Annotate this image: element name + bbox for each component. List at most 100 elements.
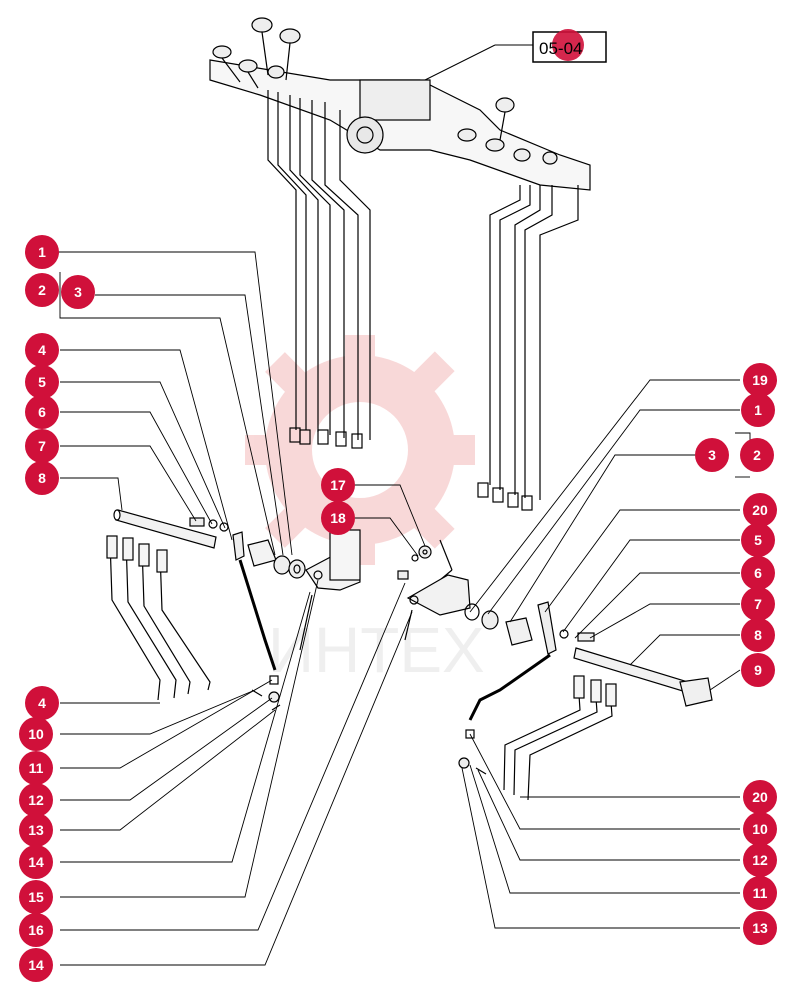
callout-badge-icon bbox=[741, 653, 775, 687]
callout-number: 5 bbox=[38, 374, 46, 390]
callout-c-right-12: 12 bbox=[743, 843, 777, 877]
callout-c-left-6: 6 bbox=[25, 395, 59, 429]
cable-end-fork-icon bbox=[289, 427, 363, 449]
callout-c-left-16: 16 bbox=[19, 913, 53, 947]
callout-c-right-8: 8 bbox=[741, 618, 775, 652]
callout-c-left-12: 12 bbox=[19, 783, 53, 817]
callout-c-right-5: 5 bbox=[741, 523, 775, 557]
callout-badge-icon bbox=[741, 523, 775, 557]
callout-c-right-13: 13 bbox=[743, 911, 777, 945]
fork-lever-icon bbox=[503, 675, 617, 801]
callout-badge-icon bbox=[25, 273, 59, 307]
callout-c-right-11: 11 bbox=[743, 876, 777, 910]
callout-number: 8 bbox=[38, 470, 46, 486]
callout-badge-icon bbox=[19, 813, 53, 847]
callout-badge-icon bbox=[25, 365, 59, 399]
callout-number: 11 bbox=[753, 885, 768, 901]
callout-number: 13 bbox=[752, 920, 768, 936]
callout-c-left-2: 2 bbox=[25, 273, 59, 307]
callout-badge-icon bbox=[25, 235, 59, 269]
callout-number: 1 bbox=[38, 244, 46, 260]
right-lever-group bbox=[406, 574, 713, 801]
callout-c-right-19: 19 bbox=[743, 363, 777, 397]
callout-badge-icon bbox=[741, 556, 775, 590]
callout-number: 15 bbox=[28, 889, 44, 905]
callout-number: 4 bbox=[38, 342, 46, 358]
callout-c-right-1: 1 bbox=[741, 393, 775, 427]
callout-number: 11 bbox=[29, 760, 44, 776]
callout-number: 3 bbox=[74, 284, 82, 300]
callout-number: 17 bbox=[330, 477, 346, 493]
callout-c-right-20a: 20 bbox=[743, 493, 777, 527]
callout-number: 14 bbox=[28, 957, 44, 973]
callout-c-right-3: 3 bbox=[695, 438, 729, 472]
callout-number: 12 bbox=[752, 852, 768, 868]
callout-number: 4 bbox=[38, 695, 46, 711]
callout-c-right-20b: 20 bbox=[743, 780, 777, 814]
callout-badge-icon bbox=[19, 717, 53, 751]
callout-badge-icon bbox=[25, 333, 59, 367]
callout-badge-icon bbox=[25, 395, 59, 429]
left-lever-group bbox=[106, 509, 361, 711]
fork-lever-icon bbox=[106, 535, 211, 701]
callout-c-left-14b: 14 bbox=[19, 948, 53, 982]
callout-number: 3 bbox=[708, 447, 716, 463]
callout-number: 2 bbox=[753, 447, 761, 463]
callout-c-mid-17: 17 bbox=[321, 468, 355, 502]
callout-badge-icon bbox=[25, 686, 59, 720]
callout-c-mid-18: 18 bbox=[321, 501, 355, 535]
callout-number: 10 bbox=[752, 821, 768, 837]
callout-badge-icon bbox=[741, 587, 775, 621]
callout-number: 20 bbox=[752, 502, 768, 518]
callout-c-left-14a: 14 bbox=[19, 845, 53, 879]
callout-badge-icon bbox=[695, 438, 729, 472]
callout-number: 6 bbox=[754, 565, 762, 581]
callout-number: 20 bbox=[752, 789, 768, 805]
callout-number: 18 bbox=[330, 510, 346, 526]
callout-badge-icon bbox=[740, 438, 774, 472]
callout-c-left-13: 13 bbox=[19, 813, 53, 847]
callout-c-right-7: 7 bbox=[741, 587, 775, 621]
callout-badge-icon bbox=[321, 501, 355, 535]
callout-c-left-8: 8 bbox=[25, 461, 59, 495]
callout-number: 2 bbox=[38, 282, 46, 298]
callout-c-left-4a: 4 bbox=[25, 333, 59, 367]
callout-c-right-2: 2 bbox=[740, 438, 774, 472]
callout-badge-icon bbox=[743, 780, 777, 814]
callout-badge-icon bbox=[25, 461, 59, 495]
callout-number: 6 bbox=[38, 404, 46, 420]
callout-c-left-3: 3 bbox=[61, 275, 95, 309]
callout-c-right-6: 6 bbox=[741, 556, 775, 590]
callout-c-left-5: 5 bbox=[25, 365, 59, 399]
callout-number: 13 bbox=[28, 822, 44, 838]
callout-c-left-11: 11 bbox=[19, 751, 53, 785]
callout-badge-icon bbox=[743, 843, 777, 877]
callout-c-left-7: 7 bbox=[25, 429, 59, 463]
callout-badge-icon bbox=[19, 880, 53, 914]
watermark: ИНТЕХ bbox=[245, 335, 485, 686]
control-valve-assembly bbox=[209, 17, 591, 511]
callout-badge-icon bbox=[743, 363, 777, 397]
cable-end-fork-icon bbox=[477, 482, 533, 511]
callout-badge-icon bbox=[321, 468, 355, 502]
callout-badge-icon bbox=[741, 393, 775, 427]
callout-badge-icon bbox=[743, 493, 777, 527]
callout-badge-icon bbox=[19, 845, 53, 879]
callout-number: 1 bbox=[754, 402, 762, 418]
callout-c-left-4b: 4 bbox=[25, 686, 59, 720]
leader-lines bbox=[57, 251, 751, 966]
callout-badge-icon bbox=[741, 618, 775, 652]
callout-number: 10 bbox=[28, 726, 44, 742]
reference-box: 05-04 bbox=[424, 29, 607, 81]
callout-badge-icon bbox=[743, 812, 777, 846]
callout-badge-icon bbox=[19, 783, 53, 817]
callout-c-right-9: 9 bbox=[741, 653, 775, 687]
callout-number: 16 bbox=[28, 922, 44, 938]
callout-c-left-10: 10 bbox=[19, 717, 53, 751]
callout-number: 8 bbox=[754, 627, 762, 643]
callout-badge-icon bbox=[743, 876, 777, 910]
reference-marker-icon bbox=[552, 29, 584, 61]
callout-number: 7 bbox=[754, 596, 762, 612]
